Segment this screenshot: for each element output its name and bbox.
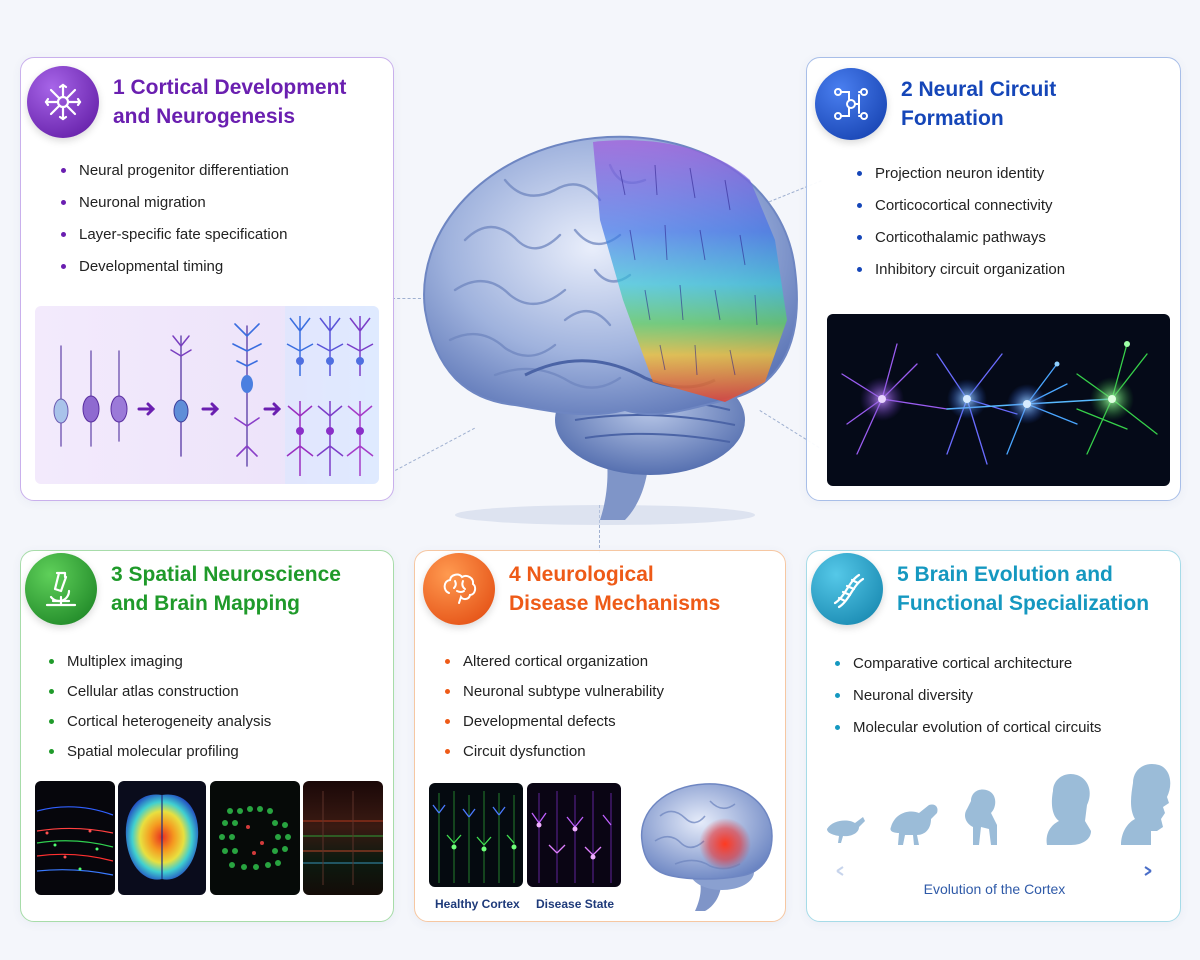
spatial-image-3-svg xyxy=(219,806,291,870)
brain-illustration xyxy=(395,120,815,530)
section-card-1: 1 Cortical Development and Neurogenesis … xyxy=(20,57,394,501)
spatial-image-1-svg xyxy=(36,806,114,876)
healthy-cortex-image xyxy=(429,783,523,887)
spatial-image-2 xyxy=(118,781,206,895)
evolution-arrow-svg xyxy=(836,866,1152,876)
mammal-silhouette xyxy=(890,804,938,845)
list-item: Neuronal diversity xyxy=(833,686,1101,718)
spatial-image-1 xyxy=(35,781,115,895)
disease-brain-illustration-svg xyxy=(640,783,773,911)
neuron-star-icon xyxy=(27,66,99,138)
list-item: Neural progenitor differentiation xyxy=(59,161,289,193)
neural-circuit-image xyxy=(827,314,1170,486)
section-header-4: 4 Neurological Disease Mechanisms xyxy=(423,553,720,625)
dna-icon xyxy=(811,553,883,625)
spatial-image-3 xyxy=(210,781,300,895)
microscope-icon xyxy=(25,553,97,625)
evolution-label: Evolution of the Cortex xyxy=(923,881,1066,897)
hominid-silhouette xyxy=(1046,773,1091,845)
section-card-4: 4 Neurological Disease Mechanisms Altere… xyxy=(414,550,786,922)
list-item: Developmental defects xyxy=(443,712,664,742)
list-item: Corticocortical connectivity xyxy=(855,196,1065,228)
evolution-silhouettes xyxy=(821,761,1171,861)
list-item: Comparative cortical architecture xyxy=(833,654,1101,686)
healthy-cortex-image-svg xyxy=(432,791,517,883)
list-item: Multiplex imaging xyxy=(47,652,271,682)
circuit-icon xyxy=(815,68,887,140)
bullet-list-2: Projection neuron identity Corticocortic… xyxy=(855,164,1065,292)
bullet-list-1: Neural progenitor differentiation Neuron… xyxy=(59,161,289,289)
disease-state-image xyxy=(527,783,621,887)
section-header-3: 3 Spatial Neuroscience and Brain Mapping xyxy=(25,553,341,625)
section-title-2: 2 Neural Circuit Formation xyxy=(901,78,1057,130)
list-item: Inhibitory circuit organization xyxy=(855,260,1065,292)
list-item: Spatial molecular profiling xyxy=(47,742,271,772)
section-header-2: 2 Neural Circuit Formation xyxy=(815,68,1056,140)
neurogenesis-diagram-svg xyxy=(53,306,379,484)
neural-circuit-image-svg xyxy=(841,341,1158,465)
caption-healthy-cortex: Healthy Cortex xyxy=(435,897,520,911)
spatial-image-4 xyxy=(303,781,383,895)
list-item: Circuit dysfunction xyxy=(443,742,664,772)
circuit-icon-svg xyxy=(834,88,868,120)
section-header-1: 1 Cortical Development and Neurogenesis xyxy=(27,66,346,138)
caption-disease-state: Disease State xyxy=(536,897,615,911)
disease-state-image-svg xyxy=(531,791,612,883)
connector-line-1 xyxy=(392,298,452,299)
bullet-list-5: Comparative cortical architecture Neuron… xyxy=(833,654,1101,750)
list-item: Cellular atlas construction xyxy=(47,682,271,712)
list-item: Molecular evolution of cortical circuits xyxy=(833,718,1101,750)
brain-icon-svg xyxy=(443,573,477,604)
evolution-silhouettes-svg xyxy=(827,763,1171,845)
section-card-5: 5 Brain Evolution and Functional Special… xyxy=(806,550,1181,922)
section-header-5: 5 Brain Evolution and Functional Special… xyxy=(811,553,1149,625)
brain-icon xyxy=(423,553,495,625)
primitive-animal-silhouette xyxy=(827,817,865,843)
list-item: Developmental timing xyxy=(59,257,289,289)
microscope-icon-svg xyxy=(45,571,77,607)
bullet-list-4: Altered cortical organization Neuronal s… xyxy=(443,652,664,772)
evolution-arrow xyxy=(829,863,1159,876)
disease-brain-illustration xyxy=(630,776,780,916)
brain-illustration-svg xyxy=(423,135,798,525)
list-item: Neuronal migration xyxy=(59,193,289,225)
section-title-5: 5 Brain Evolution and Functional Special… xyxy=(897,563,1150,615)
section-title-3: 3 Spatial Neuroscience and Brain Mapping xyxy=(111,563,341,615)
spatial-image-2-svg xyxy=(125,794,199,880)
list-item: Neuronal subtype vulnerability xyxy=(443,682,664,712)
list-item: Corticothalamic pathways xyxy=(855,228,1065,260)
early-primate-silhouette xyxy=(965,789,997,845)
dna-icon-svg xyxy=(833,573,865,609)
spatial-image-4-svg xyxy=(303,791,383,885)
neurogenesis-diagram xyxy=(35,306,379,484)
section-card-2: 2 Neural Circuit Formation Projection ne… xyxy=(806,57,1181,501)
list-item: Cortical heterogeneity analysis xyxy=(47,712,271,742)
section-title-4: 4 Neurological Disease Mechanisms xyxy=(509,563,721,615)
section-card-3: 3 Spatial Neuroscience and Brain Mapping… xyxy=(20,550,394,922)
list-item: Projection neuron identity xyxy=(855,164,1065,196)
list-item: Altered cortical organization xyxy=(443,652,664,682)
section-title-1: 1 Cortical Development and Neurogenesis xyxy=(113,76,347,128)
neuron-star-icon-svg xyxy=(44,83,82,121)
bullet-list-3: Multiplex imaging Cellular atlas constru… xyxy=(47,652,271,772)
human-silhouette xyxy=(1121,763,1171,845)
list-item: Layer-specific fate specification xyxy=(59,225,289,257)
